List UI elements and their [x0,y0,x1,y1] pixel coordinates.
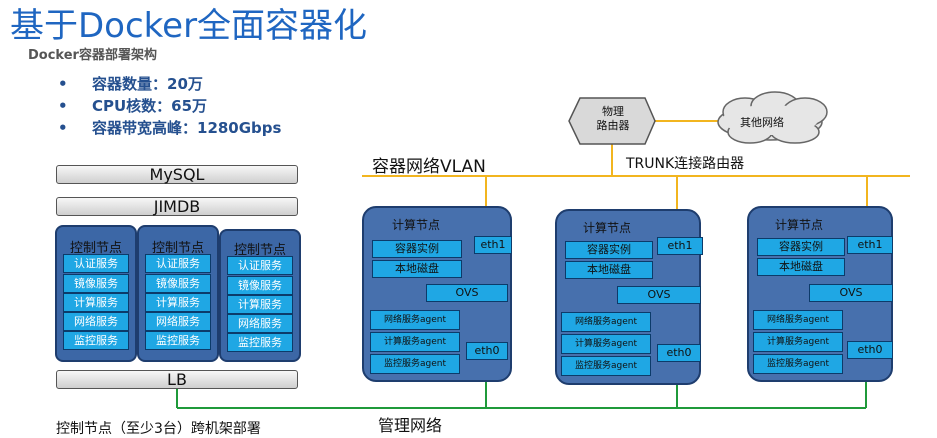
compute-agent: 计算服务agent [753,332,843,352]
monitor-service: 监控服务 [63,331,129,350]
network-agent: 网络服务agent [753,310,843,330]
container-instance: 容器实例 [757,238,845,256]
compute-agent: 计算服务agent [561,334,651,354]
bullet-cpu-cores: •CPU核数：65万 [58,97,208,115]
lb-bar: LB [56,370,298,389]
eth1-port: eth1 [847,236,893,254]
local-disk: 本地磁盘 [372,260,462,278]
auth-service: 认证服务 [145,254,211,273]
local-disk: 本地磁盘 [757,258,845,276]
mgmt-label: 管理网络 [378,416,443,435]
page-title: 基于Docker全面容器化 [10,6,368,46]
jimdb-bar: JIMDB [56,197,298,216]
vlan-label: 容器网络VLAN [372,157,486,177]
monitor-service: 监控服务 [227,333,293,352]
compute-agent: 计算服务agent [370,332,460,352]
eth1-port: eth1 [474,236,512,254]
image-service: 镜像服务 [145,274,211,293]
ovs-box: OVS [617,286,701,304]
control-node-1: 控制节点 认证服务 镜像服务 计算服务 网络服务 监控服务 [55,225,137,362]
eth0-port: eth0 [466,342,508,360]
router-label: 物理路由器 [596,105,630,132]
auth-service: 认证服务 [227,256,293,275]
ovs-box: OVS [426,284,508,302]
control-node-title: 控制节点 [69,241,122,256]
trunk-label: TRUNK连接路由器 [626,156,745,172]
network-service: 网络服务 [227,314,293,333]
local-disk: 本地磁盘 [565,261,653,279]
control-node-title: 控制节点 [151,241,204,256]
network-agent: 网络服务agent [561,312,651,332]
control-node-title: 控制节点 [233,243,286,258]
control-node-2: 控制节点 认证服务 镜像服务 计算服务 网络服务 监控服务 [137,225,219,362]
compute-node-title: 计算节点 [775,218,824,232]
container-instance: 容器实例 [372,240,462,258]
footer-note: 控制节点（至少3台）跨机架部署 [56,421,261,437]
compute-node-2: 计算节点 容器实例 本地磁盘 eth1 OVS 网络服务agent 计算服务ag… [555,209,703,385]
compute-service: 计算服务 [227,295,293,314]
monitor-agent: 监控服务agent [753,354,843,374]
router-shape [568,97,656,145]
bullet-bandwidth: •容器带宽高峰：1280Gbps [58,119,282,137]
bullet-container-count: •容器数量：20万 [58,75,203,93]
compute-service: 计算服务 [63,293,129,312]
network-service: 网络服务 [63,312,129,331]
container-instance: 容器实例 [565,241,653,259]
network-service: 网络服务 [145,312,211,331]
auth-service: 认证服务 [63,254,129,273]
eth1-port: eth1 [657,237,703,255]
compute-service: 计算服务 [145,293,211,312]
compute-node-1: 计算节点 容器实例 本地磁盘 eth1 OVS 网络服务agent 计算服务ag… [362,206,512,382]
compute-node-title: 计算节点 [392,218,441,232]
control-node-3: 控制节点 认证服务 镜像服务 计算服务 网络服务 监控服务 [219,229,301,362]
compute-node-title: 计算节点 [583,221,632,235]
other-network-label: 其他网络 [740,116,784,129]
eth0-port: eth0 [657,344,701,362]
compute-node-3: 计算节点 容器实例 本地磁盘 eth1 OVS 网络服务agent 计算服务ag… [747,206,893,382]
mysql-bar: MySQL [56,165,298,184]
ovs-box: OVS [809,284,893,302]
network-agent: 网络服务agent [370,310,460,330]
monitor-agent: 监控服务agent [370,354,460,374]
monitor-service: 监控服务 [145,331,211,350]
page-subtitle: Docker容器部署架构 [28,48,157,63]
monitor-agent: 监控服务agent [561,356,651,376]
eth0-port: eth0 [847,341,893,359]
image-service: 镜像服务 [227,276,293,295]
image-service: 镜像服务 [63,274,129,293]
